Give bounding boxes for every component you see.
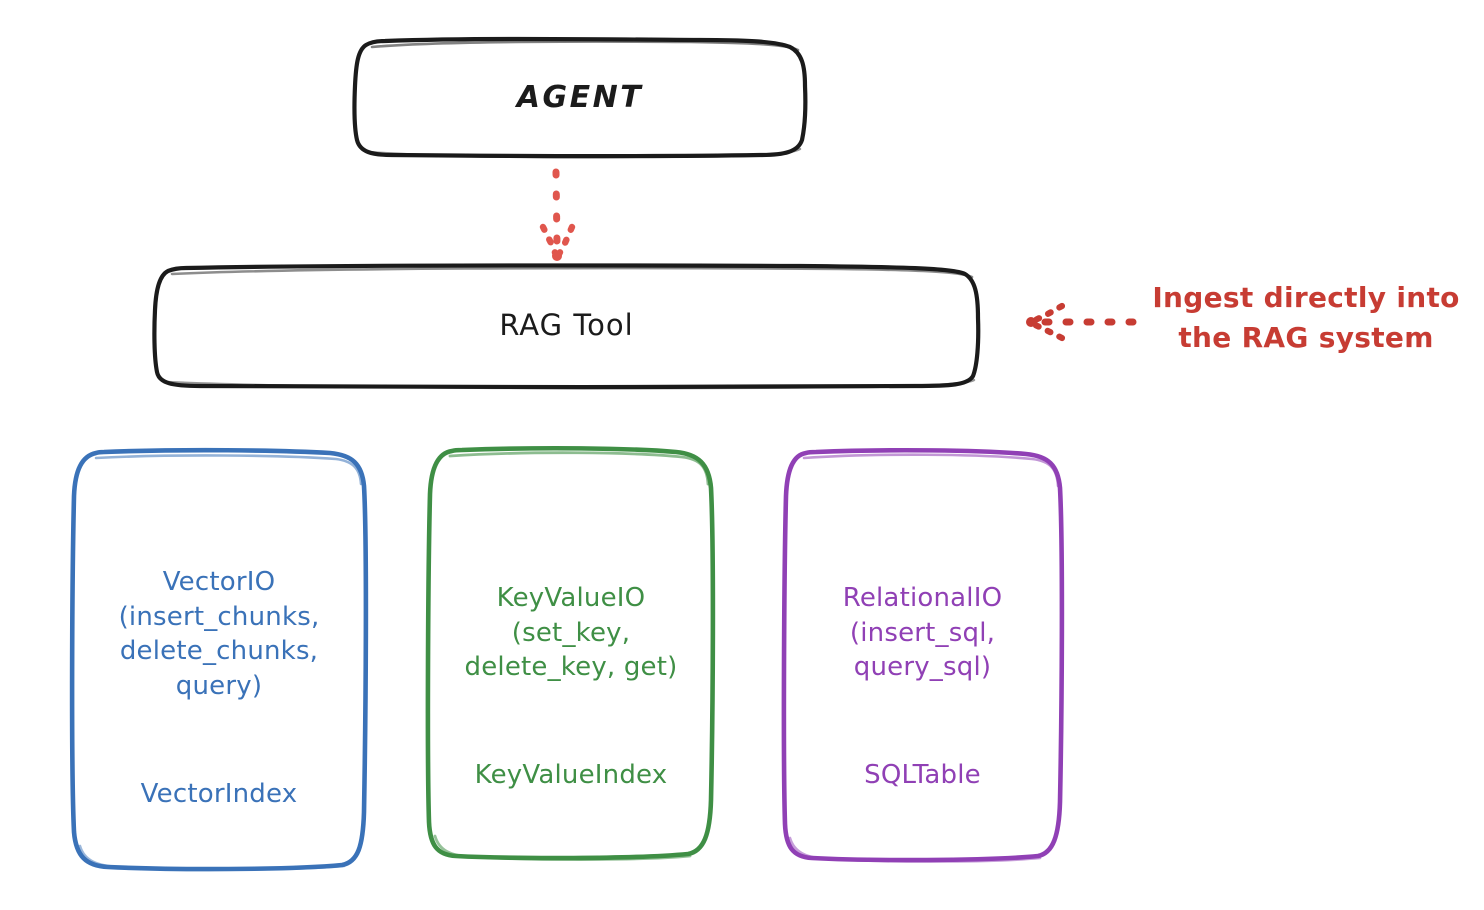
agent-node[interactable] [352, 36, 808, 159]
key-value-index-label: KeyValueIndex [474, 759, 668, 790]
vector-index-label: VectorIndex [140, 778, 298, 809]
agent-label: AGENT [516, 80, 644, 115]
agent-to-rag-arrow-tip [552, 251, 562, 261]
agent-box-outline [352, 36, 808, 159]
ingest-arrow-tip [1026, 317, 1036, 327]
rag-tool-box-sketch-overstroke-bottom [164, 378, 976, 390]
ingest-arrow-head-lower [1027, 319, 1066, 342]
vector-io-api-label: VectorIO (insert_chunks, delete_chunks, … [118, 566, 320, 702]
rag-tool-box-sketch-overstroke [170, 266, 974, 279]
relational-io-node[interactable] [781, 447, 1065, 863]
ingest-annotation-label: Ingest directly into the RAG system [1152, 281, 1460, 354]
key-value-io-label: KeyValueIO (set_key, delete_key, get) Ke… [430, 546, 712, 827]
ingest-arrow-head-upper [1027, 302, 1066, 326]
key-value-io-box-sketch-overstroke [448, 451, 710, 486]
relational-io-label: RelationalIO (insert_sql, query_sql) SQL… [785, 546, 1060, 827]
agent-to-rag-arrow-head-right [554, 223, 576, 260]
vector-io-label: VectorIO (insert_chunks, delete_chunks, … [73, 530, 365, 846]
rag-tool-box-outline [152, 263, 981, 390]
vector-io-box-sketch-overstroke [94, 454, 363, 486]
agent-to-rag-arrow-head-left [539, 223, 560, 259]
agent-box-sketch-overstroke [370, 40, 800, 52]
rag-tool-node[interactable] [152, 263, 981, 390]
vector-io-box-sketch-overstroke-bottom [78, 844, 346, 871]
rag-tool-label: RAG Tool [499, 308, 634, 343]
sql-table-label: SQLTable [864, 759, 981, 790]
agent-to-rag-arrow [539, 168, 576, 261]
relational-io-api-label: RelationalIO (insert_sql, query_sql) [842, 582, 1003, 683]
relational-io-box-outline [781, 447, 1065, 863]
vector-io-node[interactable] [69, 447, 369, 872]
key-value-io-box-outline [425, 445, 716, 861]
key-value-io-node[interactable] [425, 445, 716, 861]
relational-io-box-sketch-overstroke-bottom [788, 836, 1042, 863]
key-value-io-box-sketch-overstroke-bottom [433, 834, 692, 861]
ingest-annotation-arrow [1026, 302, 1137, 342]
key-value-io-api-label: KeyValueIO (set_key, delete_key, get) [464, 582, 678, 683]
agent-to-rag-arrow-shaft [552, 168, 561, 249]
relational-io-box-sketch-overstroke [802, 453, 1060, 488]
agent-box-sketch-overstroke-bottom [366, 147, 802, 159]
